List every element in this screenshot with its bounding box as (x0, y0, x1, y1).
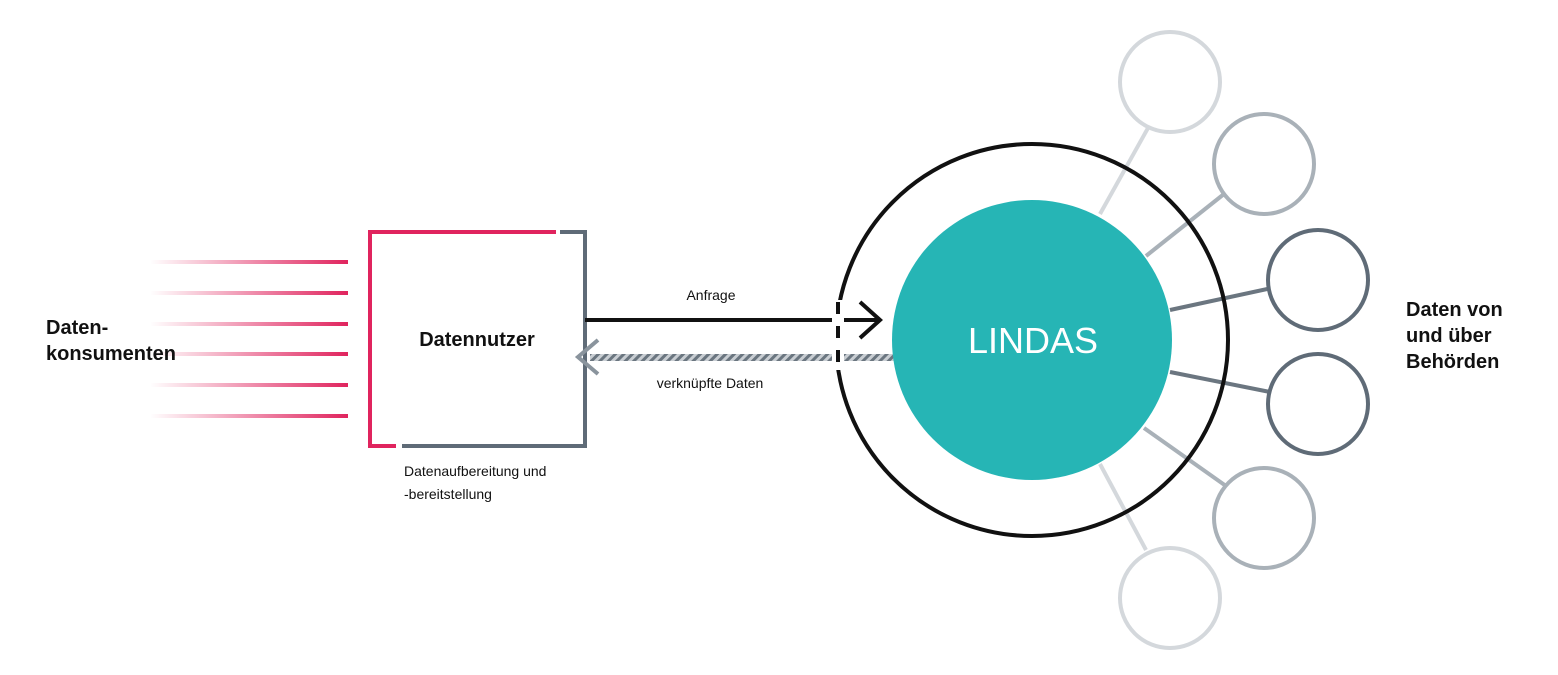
authority-node (1266, 228, 1370, 332)
consumer-line (150, 291, 348, 295)
authority-node (1212, 466, 1316, 570)
authority-node (1212, 112, 1316, 216)
authorities-label-line3: Behörden (1406, 351, 1499, 373)
response-arrow-head (574, 338, 600, 376)
request-arrow (585, 300, 883, 340)
data-user-label: Datennutzer (419, 329, 535, 351)
spoke-line (1169, 286, 1273, 312)
consumers-label-line1: Daten- (46, 317, 108, 339)
authority-nodes (1118, 30, 1370, 650)
lindas-label: LINDAS (968, 320, 1098, 361)
box-frame-slate (402, 230, 587, 448)
data-user-caption-line2: -bereitstellung (404, 486, 492, 502)
consumer-line (150, 414, 348, 418)
response-label: verknüpfte Daten (657, 375, 764, 391)
spoke-line (1144, 192, 1226, 258)
lindas-hub (892, 200, 1172, 480)
authority-node (1118, 30, 1222, 134)
data-user-box (368, 230, 587, 448)
spoke-line (1169, 370, 1271, 394)
response-arrow (574, 338, 895, 376)
response-arrow-shaft (590, 354, 895, 361)
authority-node (1266, 352, 1370, 456)
request-arrow-head (858, 300, 883, 340)
authorities-label-line1: Daten von (1406, 299, 1503, 321)
spokes (1098, 127, 1273, 551)
consumer-line (150, 260, 348, 264)
box-frame-red (368, 230, 556, 448)
consumers-label-line2: konsumenten (46, 343, 176, 365)
data-user-caption-line1: Datenaufbereitung und (404, 463, 546, 479)
consumer-line (150, 322, 348, 326)
consumer-line (150, 352, 348, 356)
consumer-line (150, 383, 348, 387)
spoke-line (1142, 426, 1228, 488)
consumer-lines (150, 260, 348, 418)
request-label: Anfrage (686, 287, 735, 303)
authorities-label-line2: und über (1406, 325, 1492, 347)
spoke-line (1098, 463, 1148, 551)
spoke-line (1098, 127, 1150, 215)
authority-node (1118, 546, 1222, 650)
